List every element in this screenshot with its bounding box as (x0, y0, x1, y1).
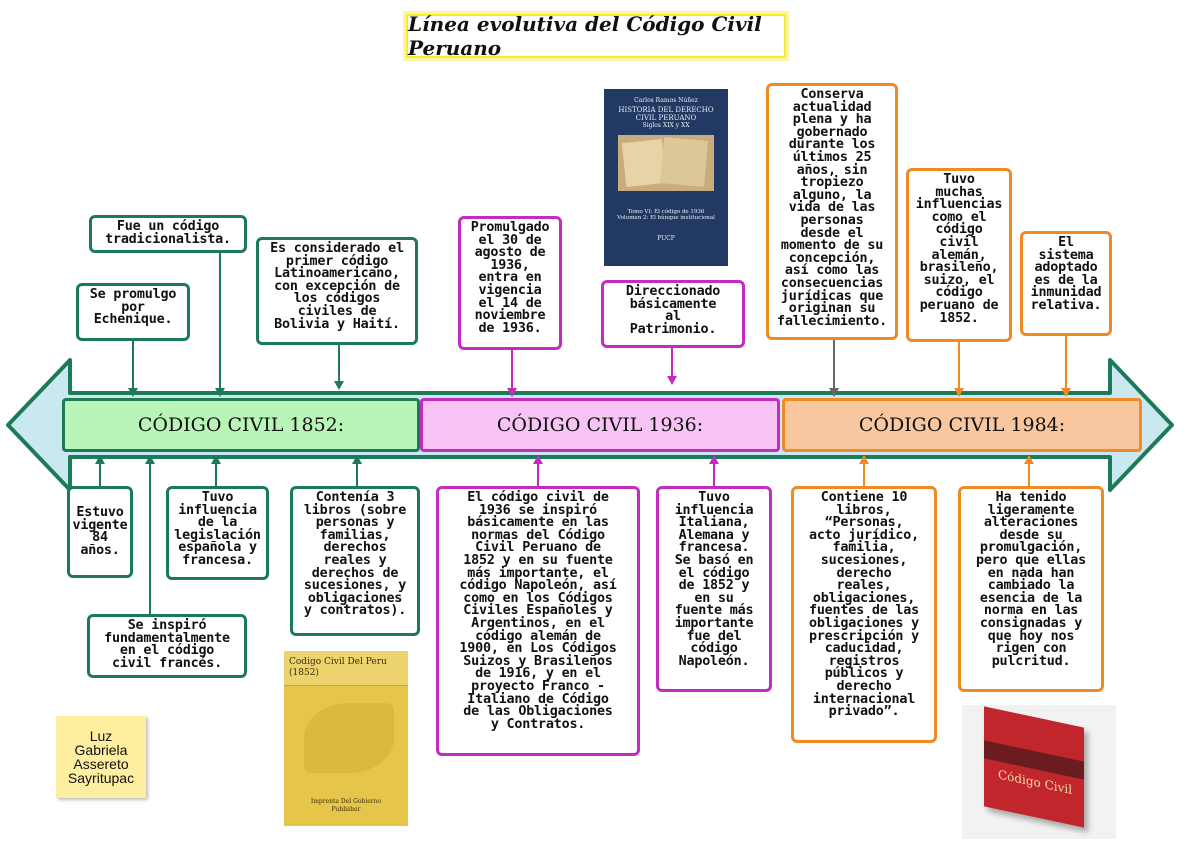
book-title: HISTORIA DEL DERECHO CIVIL PERUANO (618, 106, 714, 122)
note-1852-promulgated: Se promulgo por Echenique. (76, 283, 190, 341)
book-author: Carlos Ramos Núñez (634, 97, 698, 104)
book-publisher: PUCP (657, 235, 675, 242)
note-1852-validity: Estuvo vigente 84 años. (67, 486, 133, 578)
note-1984-books: Contiene 10 libros, “Personas, acto jurí… (791, 486, 937, 743)
note-1936-promulgated: Promulgado el 30 de agosto de 1936, entr… (458, 216, 562, 350)
note-1936-sources: El código civil de 1936 se inspiró básic… (436, 486, 640, 756)
note-1852-first-latam: Es considerado el primer código Latinoam… (256, 237, 418, 345)
note-1984-current: Conserva actualidad plena y ha gobernado… (766, 83, 898, 340)
note-1852-french: Se inspiró fundamentalmente en el código… (87, 614, 247, 678)
page-title: Línea evolutiva del Código Civil Peruano (406, 12, 786, 60)
note-1852-influence: Tuvo influencia de la legislación españo… (166, 486, 269, 580)
note-1936-patrimony: Direccionado básicamente al Patrimonio. (601, 280, 745, 348)
period-1936: CÓDIGO CIVIL 1936: (420, 398, 780, 452)
note-1936-influence: Tuvo influencia Italiana, Alemana y fran… (656, 486, 772, 692)
book-volume2: Volumen 2: El búnque institucional (617, 215, 715, 221)
book-cover-1852: Codigo Civil Del Peru (1852) Imprenta De… (284, 651, 408, 826)
book-1852-year: (1852) (289, 668, 319, 678)
book-1852-publisher: Imprenta Del Gobierno Publisher (310, 798, 382, 813)
book-subtitle: Siglos XIX y XX (642, 122, 690, 129)
period-1852: CÓDIGO CIVIL 1852: (62, 398, 420, 452)
note-1852-traditional: Fue un código tradicionalista. (89, 215, 247, 253)
book-documents-image (618, 135, 714, 191)
note-1984-changes: Ha tenido ligeramente alteraciones desde… (958, 486, 1104, 692)
note-1984-influences: Tuvo muchas influencias como el código c… (906, 168, 1012, 342)
book-1852-title: Codigo Civil Del Peru (289, 657, 387, 667)
period-1984: CÓDIGO CIVIL 1984: (782, 398, 1142, 452)
note-1852-books: Contenía 3 libros (sobre personas y fami… (290, 486, 420, 636)
note-1984-system: El sistema adoptado es de la inmunidad r… (1020, 231, 1112, 336)
book-volume: Tomo VI: El código de 1936 (627, 209, 705, 215)
author-note: Luz Gabriela Assereto Sayritupac (56, 716, 146, 798)
book-image-1984: Código Civil (962, 705, 1116, 839)
book-cover-historia: Carlos Ramos Núñez HISTORIA DEL DERECHO … (604, 89, 728, 266)
